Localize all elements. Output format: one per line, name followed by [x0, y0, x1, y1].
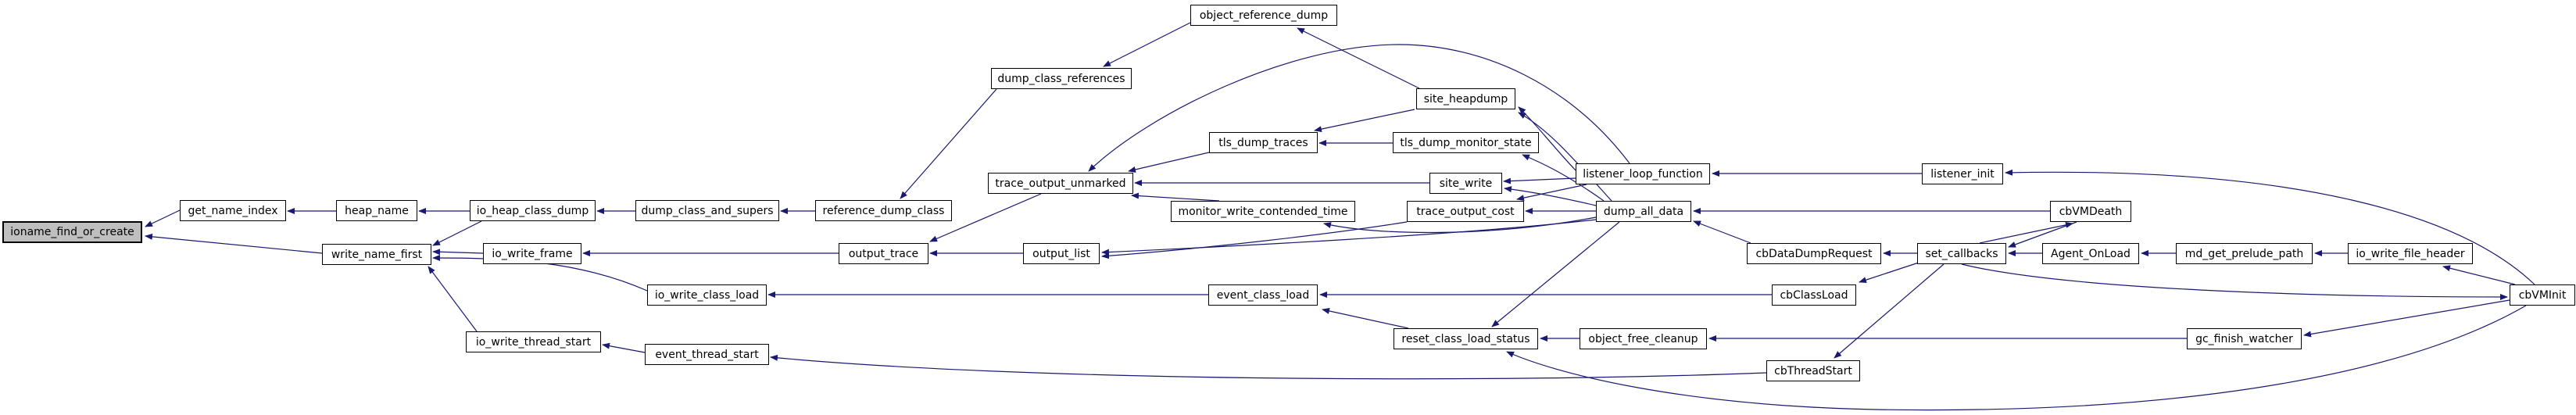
graph-node-cbThreadStart[interactable]: cbThreadStart [1766, 360, 1860, 381]
edge-dump_class_references-to-reference_dump_class [900, 88, 997, 199]
edge-cbVMInit-to-listener_init [2005, 169, 2535, 285]
edge-cbVMDeath-to-set_callbacks [2008, 221, 2077, 248]
graph-node-write_name_first[interactable]: write_name_first [322, 244, 431, 265]
graph-node-dump_class_references[interactable]: dump_class_references [991, 68, 1132, 89]
graph-node-Agent_OnLoad[interactable]: Agent_OnLoad [2042, 243, 2139, 264]
edge-group [145, 22, 2535, 411]
graph-node-reference_dump_class[interactable]: reference_dump_class [815, 200, 952, 221]
edge-set_callbacks-to-cbClassLoad [1859, 262, 1919, 283]
edge-object_reference_dump-to-dump_class_references [1103, 22, 1191, 67]
graph-node-io_write_thread_start[interactable]: io_write_thread_start [466, 331, 601, 352]
edge-listener_loop_function-to-trace_output_unmarked [1088, 44, 1630, 172]
graph-node-heap_name[interactable]: heap_name [336, 200, 417, 221]
graph-node-tls_dump_monitor_state[interactable]: tls_dump_monitor_state [1393, 132, 1539, 153]
graph-node-tls_dump_traces[interactable]: tls_dump_traces [1209, 132, 1318, 153]
edge-io_write_frame-to-write_name_first [432, 249, 484, 256]
graph-node-listener_loop_function[interactable]: listener_loop_function [1576, 163, 1710, 184]
edge-dump_all_data-to-output_list [1101, 219, 1597, 256]
edge-cbVMInit-to-gc_finish_watcher [2303, 299, 2510, 338]
graph-node-reset_class_load_status[interactable]: reset_class_load_status [1394, 328, 1538, 349]
edge-set_callbacks-to-cbVMInit [1961, 263, 2508, 300]
graph-node-cbDataDumpRequest[interactable]: cbDataDumpRequest [1747, 243, 1881, 264]
edge-cbVMInit-to-reset_class_load_status [1506, 305, 2527, 411]
edge-trace_output_cost-to-output_list [1101, 221, 1408, 259]
edge-dump_all_data-to-reset_class_load_status [1491, 221, 1620, 327]
edge-monitor_write_contended_time-to-trace_output_unmarked [1131, 192, 1220, 202]
edge-set_callbacks-to-cbVMDeath [1979, 221, 2073, 244]
edge-listener_loop_function-to-site_write [1503, 177, 1576, 184]
edge-cbVMInit-to-io_write_file_header [2442, 265, 2516, 285]
edge-site_heapdump-to-object_reference_dump [1297, 27, 1420, 89]
graph-node-io_write_file_header[interactable]: io_write_file_header [2348, 243, 2473, 264]
graph-node-cbClassLoad[interactable]: cbClassLoad [1772, 284, 1856, 306]
edge-cbThreadStart-to-event_thread_start [770, 354, 1767, 380]
graph-node-object_reference_dump[interactable]: object_reference_dump [1190, 5, 1337, 26]
edge-get_name_index-to-ioname_find_or_create [145, 209, 181, 227]
edge-reset_class_load_status-to-event_class_load [1322, 308, 1409, 329]
graph-node-ioname_find_or_create: ioname_find_or_create [2, 221, 142, 243]
edge-event_thread_start-to-io_write_thread_start [602, 342, 646, 353]
graph-node-event_class_load[interactable]: event_class_load [1208, 284, 1318, 306]
graph-node-event_thread_start[interactable]: event_thread_start [645, 344, 769, 365]
graph-node-md_get_prelude_path[interactable]: md_get_prelude_path [2176, 243, 2313, 264]
graph-node-site_heapdump[interactable]: site_heapdump [1416, 88, 1515, 109]
graph-node-output_list[interactable]: output_list [1023, 243, 1100, 264]
graph-node-set_callbacks[interactable]: set_callbacks [1917, 243, 2006, 264]
graph-node-output_trace[interactable]: output_trace [839, 243, 928, 264]
edge-io_write_thread_start-to-write_name_first [428, 266, 478, 332]
edge-dump_all_data-to-tls_dump_monitor_state [1522, 154, 1605, 202]
graph-node-listener_init[interactable]: listener_init [1922, 163, 2003, 184]
graph-node-io_heap_class_dump[interactable]: io_heap_class_dump [470, 200, 596, 221]
edge-dump_all_data-to-site_write [1504, 186, 1597, 206]
graph-node-get_name_index[interactable]: get_name_index [180, 200, 286, 221]
edge-tls_dump_traces-to-trace_output_unmarked [1128, 152, 1210, 173]
edge-cbDataDumpRequest-to-dump_all_data [1693, 220, 1751, 244]
graph-node-trace_output_cost[interactable]: trace_output_cost [1407, 201, 1524, 222]
graph-node-dump_all_data[interactable]: dump_all_data [1596, 201, 1691, 222]
edge-listener_loop_function-to-trace_output_cost [1516, 184, 1587, 202]
graph-node-monitor_write_contended_time[interactable]: monitor_write_contended_time [1171, 201, 1355, 222]
edge-dump_all_data-to-site_heapdump [1518, 112, 1612, 202]
edge-write_name_first-to-ioname_find_or_create [145, 233, 323, 254]
graph-node-dump_class_and_supers[interactable]: dump_class_and_supers [635, 200, 779, 221]
graph-node-cbVMInit[interactable]: cbVMInit [2510, 284, 2575, 306]
graph-node-object_free_cleanup[interactable]: object_free_cleanup [1580, 328, 1707, 349]
graph-node-site_write[interactable]: site_write [1429, 173, 1502, 194]
graph-node-io_write_frame[interactable]: io_write_frame [483, 243, 581, 264]
edge-listener_loop_function-to-site_heapdump [1518, 106, 1576, 171]
edge-site_heapdump-to-tls_dump_traces [1314, 109, 1415, 133]
graph-node-trace_output_unmarked[interactable]: trace_output_unmarked [988, 173, 1133, 194]
edge-io_heap_class_dump-to-write_name_first [432, 220, 482, 246]
graph-node-io_write_class_load[interactable]: io_write_class_load [647, 284, 767, 306]
edge-set_callbacks-to-cbThreadStart [1834, 263, 1945, 359]
graph-node-cbVMDeath[interactable]: cbVMDeath [2050, 201, 2131, 222]
edge-trace_output_unmarked-to-output_trace [929, 193, 1042, 242]
graph-node-gc_finish_watcher[interactable]: gc_finish_watcher [2187, 328, 2302, 349]
